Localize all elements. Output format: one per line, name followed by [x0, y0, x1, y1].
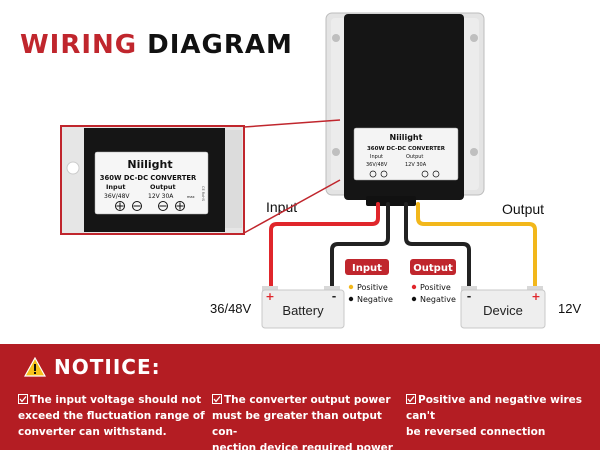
checkbox-icon	[18, 394, 28, 404]
terminal-screw-icon	[421, 170, 429, 178]
notice-item-1: The input voltage should not exceed the …	[18, 392, 208, 440]
terminal-screw-icon	[369, 170, 377, 178]
converter-label	[353, 127, 459, 181]
battery-minus: -	[332, 290, 337, 303]
mounting-hole-icon	[332, 34, 340, 42]
battery-plus: +	[265, 290, 274, 303]
checkbox-icon	[406, 394, 416, 404]
wires	[269, 202, 537, 292]
small-label-output-spec: 12V 30A	[405, 162, 427, 168]
inset-label-brand: Niilight	[127, 158, 172, 171]
device: Device - +	[460, 286, 546, 329]
device-minus: -	[467, 290, 472, 303]
device-voltage: 12V	[558, 301, 581, 316]
notice-item-3: Positive and negative wires can't be rev…	[406, 392, 600, 440]
input-positive-wire	[269, 202, 380, 292]
title-wiring: WIRING	[20, 30, 138, 60]
output-badge-text: Output	[413, 263, 453, 274]
title-diagram: DIAGRAM	[147, 30, 293, 60]
inset-label-output-spec: 12V 30A	[148, 193, 174, 200]
checkbox-icon	[212, 394, 222, 404]
terminal-screw-icon	[158, 201, 168, 211]
terminal-screw-icon	[115, 201, 125, 211]
small-label-brand: Niilight	[390, 133, 423, 142]
input-badge	[345, 259, 389, 275]
small-label-model: 360W DC-DC CONVERTER	[367, 146, 446, 152]
inset-label-output-suffix: max	[187, 195, 195, 199]
small-label-input: Input	[370, 154, 383, 160]
notice-item-1-line3: converter can withstand.	[18, 426, 167, 438]
notice-title: NOTIICE:	[54, 355, 161, 379]
output-label: Output	[502, 201, 544, 217]
inset-label-output: Output	[150, 183, 176, 191]
notice-item-2-line3: nection device required power	[212, 442, 393, 454]
warning-icon	[24, 357, 46, 377]
device-plus: +	[531, 290, 540, 303]
notice-item-3-line2: be reversed connection	[406, 426, 546, 438]
output-positive-wire	[416, 202, 537, 292]
output-positive-text: Positive	[420, 283, 451, 292]
input-negative-text: Negative	[357, 295, 393, 304]
legend-input: Input Positive Negative	[345, 259, 393, 304]
notice-item-2: The converter output power must be great…	[212, 392, 402, 456]
mounting-hole-icon	[332, 148, 340, 156]
inset-label-model: 360W DC-DC CONVERTER	[100, 174, 197, 182]
mounting-hole-icon	[470, 148, 478, 156]
terminal-screw-icon	[175, 201, 185, 211]
output-negative-text: Negative	[420, 295, 456, 304]
terminal-screw-icon	[432, 170, 440, 178]
inset-label-input: Input	[106, 183, 125, 191]
terminal-screw-icon	[132, 201, 142, 211]
notice-item-3-line1: Positive and negative wires can't	[406, 394, 583, 422]
notice-panel: NOTIICE: The input voltage should not ex…	[0, 344, 600, 454]
small-label-input-spec: 36V/48V	[366, 162, 388, 168]
zoom-line-bottom	[243, 179, 341, 234]
wiring-diagram: Niilight 360W DC-DC CONVERTER Input Outp…	[60, 12, 581, 329]
zoom-inset: Niilight 360W DC-DC CONVERTER Input Outp…	[60, 125, 245, 235]
notice-item-1-line2: exceed the fluctuation range of	[18, 410, 205, 422]
notice-item-2-line2: must be greater than output con-	[212, 410, 382, 438]
device-label: Device	[483, 303, 523, 318]
mounting-hole-icon	[470, 34, 478, 42]
inset-label-input-spec: 36V/48V	[104, 193, 130, 200]
zoom-line-top	[243, 119, 341, 128]
input-badge-text: Input	[352, 263, 382, 274]
input-negative-wire	[330, 202, 390, 292]
notice-item-1-line1: The input voltage should not	[30, 394, 202, 406]
output-badge	[410, 259, 456, 275]
small-label-output: Output	[406, 154, 423, 160]
battery: Battery + -	[261, 286, 345, 329]
notice-item-2-line1: The converter output power	[224, 394, 391, 406]
inset-label-marks: CE RoHS	[201, 186, 205, 202]
input-label: Input	[266, 199, 297, 215]
terminal-screw-icon	[380, 170, 388, 178]
input-positive-text: Positive	[357, 283, 388, 292]
output-negative-wire	[404, 202, 471, 292]
page-title: WIRING DIAGRAM	[20, 30, 293, 60]
battery-label: Battery	[282, 303, 324, 318]
converter-main: Niilight 360W DC-DC CONVERTER Input Outp…	[325, 12, 485, 206]
legend-output: Output Positive Negative	[410, 259, 456, 304]
battery-voltage: 36/48V	[210, 301, 252, 316]
notice-header: NOTIICE:	[24, 354, 161, 380]
inset-label	[94, 151, 209, 215]
